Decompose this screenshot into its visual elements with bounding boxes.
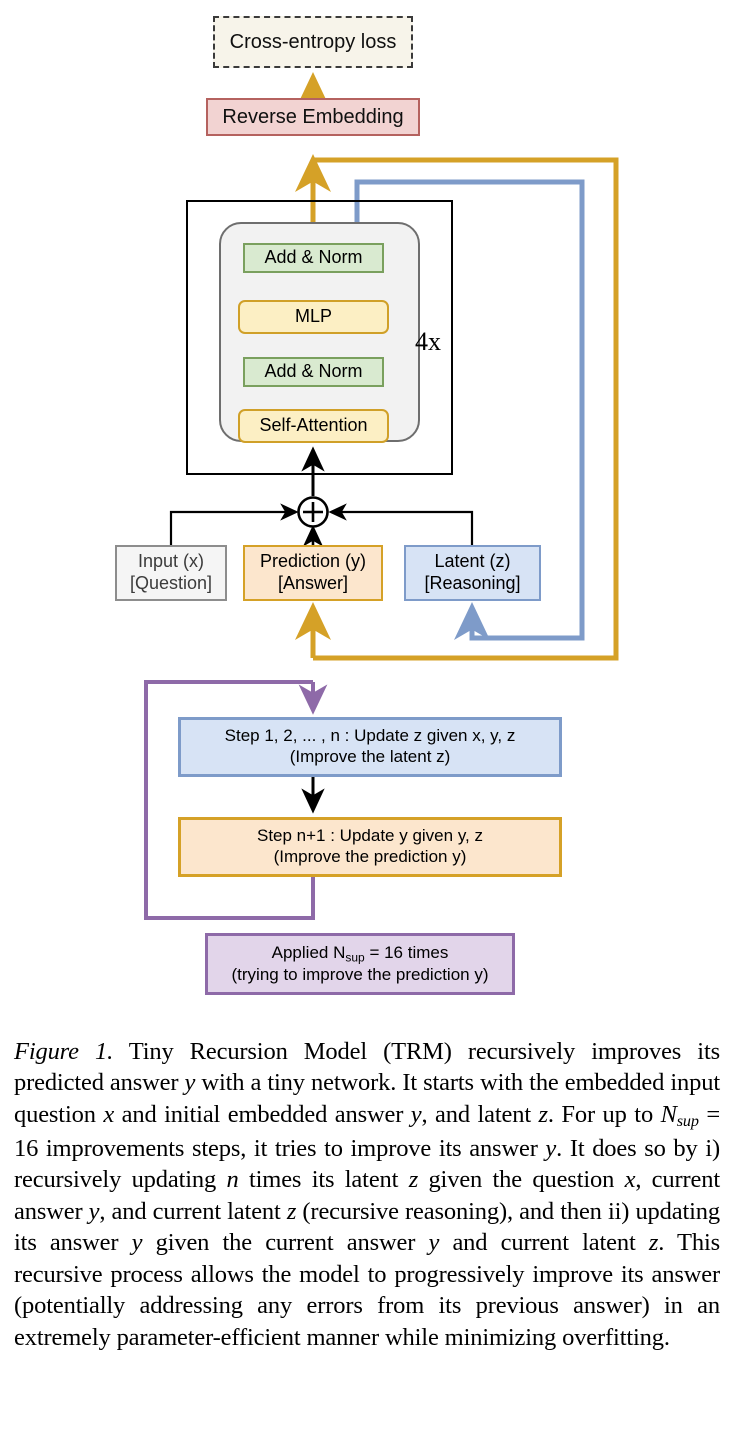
- self-attention-label: Self-Attention: [259, 415, 368, 436]
- prediction-box: Prediction (y) [Answer]: [243, 545, 383, 601]
- caption-var-z1: z: [538, 1100, 549, 1128]
- caption-p10: , current answer: [14, 1166, 721, 1225]
- add-norm-top-box: Add & Norm: [243, 243, 384, 273]
- caption-var-y6: y: [428, 1229, 440, 1257]
- prediction-box-line1: Prediction (y): [259, 551, 367, 572]
- input-box-line2: [Question]: [129, 573, 213, 593]
- caption-nsup-subscript: sup: [676, 1112, 699, 1130]
- caption-p7: . It does so by i) recursively updating: [14, 1134, 720, 1194]
- input-box-line1: Input (x): [137, 551, 205, 572]
- caption-p12: (recursive reasoning), and then ii) upda…: [14, 1197, 720, 1257]
- caption-var-n: n: [226, 1166, 239, 1194]
- mlp-box: MLP: [238, 300, 389, 334]
- caption-var-z2: z: [408, 1166, 419, 1194]
- caption-var-y1: y: [184, 1069, 196, 1097]
- caption-var-x2: x: [624, 1166, 636, 1194]
- add-norm-bottom-label: Add & Norm: [264, 361, 363, 382]
- sum-operator-glyph: [297, 496, 329, 528]
- caption-p3: and initial embedded answer: [114, 1100, 411, 1128]
- wire-block-output-to-latent: [354, 179, 585, 641]
- caption-nsup-symbol: Nsup: [660, 1100, 699, 1130]
- caption-var-y4: y: [88, 1197, 100, 1225]
- mlp-label: MLP: [294, 306, 332, 327]
- figure-caption: Figure 1. Tiny Recursion Model (TRM) rec…: [14, 1036, 720, 1353]
- caption-var-z4: z: [648, 1229, 659, 1257]
- reverse-embedding-label: Reverse Embedding: [222, 105, 404, 128]
- step-n-plus-1-box: Step n+1 : Update y given y, z (Improve …: [178, 817, 562, 877]
- step-1-to-n-box: Step 1, 2, ... , n : Update z given x, y…: [178, 717, 562, 777]
- caption-var-x1: x: [103, 1100, 115, 1128]
- add-norm-bottom-box: Add & Norm: [243, 357, 384, 387]
- caption-p4: , and latent: [421, 1100, 539, 1128]
- step-1-to-n-line1: Step 1, 2, ... , n : Update z given x, y…: [224, 726, 516, 746]
- transformer-outer-frame: [186, 200, 453, 475]
- caption-p5: . For up to: [547, 1100, 661, 1128]
- caption-figure-label: Figure 1.: [14, 1038, 114, 1065]
- applied-nsup-box: Applied Nsup = 16 times (trying to impro…: [205, 933, 515, 995]
- cross-entropy-loss-label: Cross-entropy loss: [229, 30, 397, 53]
- caption-p9: given the question: [418, 1166, 625, 1194]
- caption-var-y5: y: [131, 1229, 143, 1257]
- applied-subscript: sup: [345, 950, 365, 964]
- caption-var-z3: z: [286, 1197, 297, 1225]
- wire-recursion-loop: [144, 680, 315, 920]
- step-n-plus-1-line1: Step n+1 : Update y given y, z: [256, 826, 483, 846]
- caption-p8: times its latent: [238, 1166, 409, 1194]
- applied-nsup-line2: (trying to improve the prediction y): [231, 964, 489, 984]
- step-n-plus-1-line2: (Improve the prediction y): [273, 847, 467, 866]
- latent-box-line2: [Reasoning]: [424, 573, 521, 593]
- caption-p14: and current latent: [439, 1229, 649, 1257]
- latent-box: Latent (z) [Reasoning]: [404, 545, 541, 601]
- caption-var-y3: y: [545, 1134, 557, 1162]
- caption-p6: = 16 improvements steps, it tries to imp…: [14, 1100, 720, 1162]
- self-attention-box: Self-Attention: [238, 409, 389, 443]
- wire-latent-to-sum: [328, 503, 474, 545]
- applied-prefix: Applied N: [271, 942, 346, 962]
- caption-var-y2: y: [410, 1100, 422, 1128]
- caption-p15: . This recursive process allows the mode…: [14, 1229, 720, 1351]
- add-norm-top-label: Add & Norm: [264, 247, 363, 268]
- caption-p11: , and current latent: [99, 1197, 287, 1225]
- caption-p13: given the current answer: [142, 1229, 429, 1257]
- repeat-count-label: 4x: [415, 327, 441, 357]
- applied-suffix: = 16 times: [364, 942, 449, 962]
- input-box: Input (x) [Question]: [115, 545, 227, 601]
- caption-p2: with a tiny network. It starts with the …: [14, 1069, 720, 1128]
- wire-input-to-sum: [169, 503, 299, 545]
- prediction-box-line2: [Answer]: [277, 573, 349, 593]
- step-1-to-n-line2: (Improve the latent z): [289, 747, 451, 766]
- cross-entropy-loss-box: Cross-entropy loss: [213, 16, 413, 68]
- caption-p1: Tiny Recursion Model (TRM) recursively i…: [14, 1038, 720, 1097]
- latent-box-line1: Latent (z): [434, 551, 511, 572]
- applied-nsup-line1: Applied Nsup = 16 times: [272, 943, 449, 965]
- figure-diagram: Cross-entropy loss Reverse Embedding Add…: [115, 16, 619, 995]
- reverse-embedding-box: Reverse Embedding: [206, 98, 420, 136]
